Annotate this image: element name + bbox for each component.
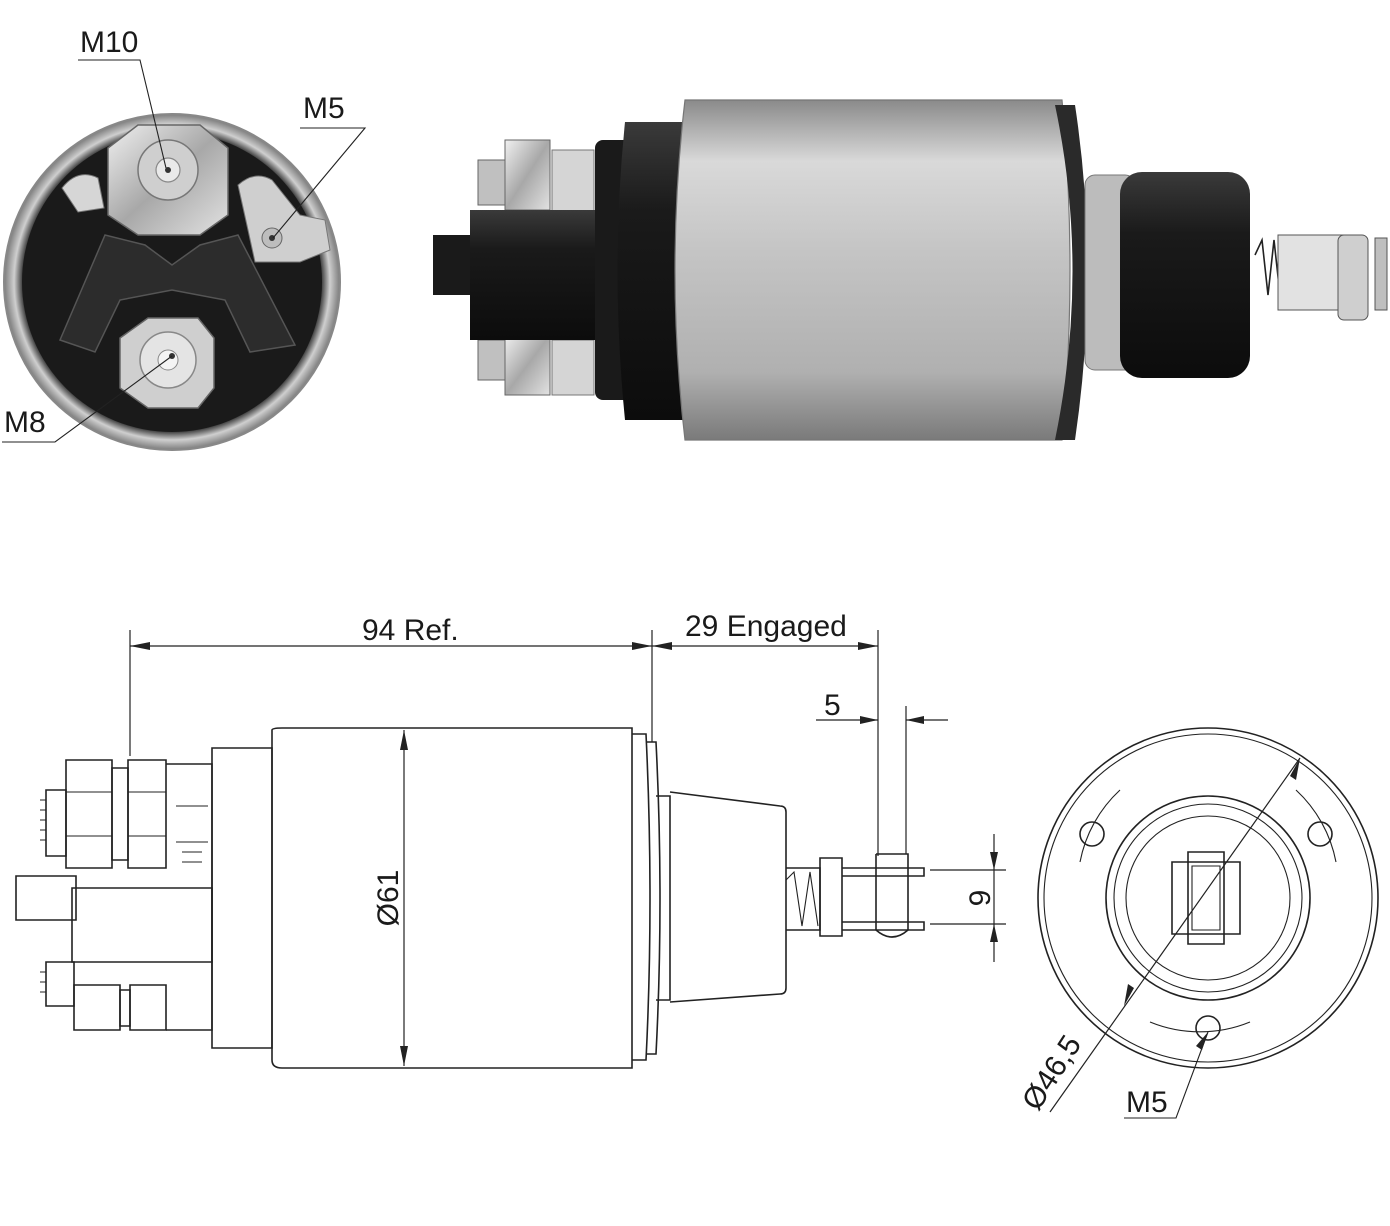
side-dimension-drawing: 94 Ref. 29 Engaged 5 9 Ø61: [15, 610, 1006, 1069]
label-m8: M8: [4, 406, 46, 439]
label-m5-bottom: M5: [1126, 1086, 1168, 1119]
side-view-photo: [433, 99, 1388, 441]
m8-terminal-icon: [119, 317, 215, 409]
front-dimension-drawing: Ø46,5 M5: [1016, 727, 1379, 1119]
dim-body-diameter-label: Ø61: [372, 870, 405, 927]
m10-terminal-icon: [107, 124, 229, 236]
label-m5-top: M5: [303, 92, 345, 125]
end-view-photo: M10 M5 M8: [2, 26, 367, 451]
dim-slot-label: 9: [964, 890, 997, 907]
dim-length-label: 94 Ref.: [362, 614, 459, 647]
label-m10: M10: [80, 26, 138, 59]
dim-stroke-label: 29 Engaged: [685, 610, 847, 643]
mount-hole-icon: [1079, 821, 1333, 1041]
dim-plunger-width-label: 5: [824, 689, 841, 722]
